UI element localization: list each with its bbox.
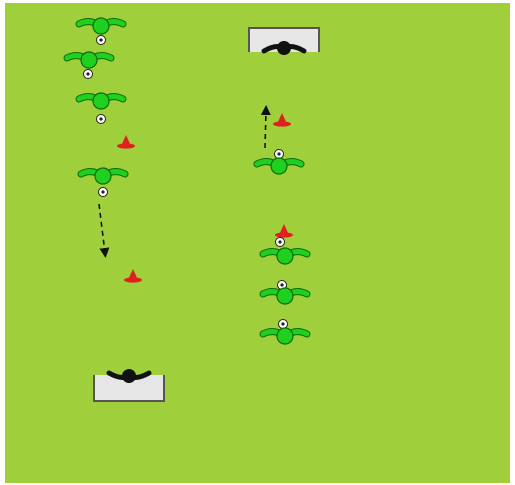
pitch-surface [5, 3, 510, 483]
ball-icon [275, 150, 284, 159]
player-icon [277, 248, 293, 264]
player-icon [93, 93, 109, 109]
ball-icon [97, 115, 106, 124]
player-icon [271, 158, 287, 174]
player-icon [95, 168, 111, 184]
ball-icon [279, 320, 288, 329]
ball-icon [97, 36, 106, 45]
player-icon [81, 52, 97, 68]
player-icon [277, 328, 293, 344]
ball-icon [276, 238, 285, 247]
player-icon [93, 18, 109, 34]
ball-icon [84, 70, 93, 79]
ball-icon [99, 188, 108, 197]
player-icon [277, 288, 293, 304]
